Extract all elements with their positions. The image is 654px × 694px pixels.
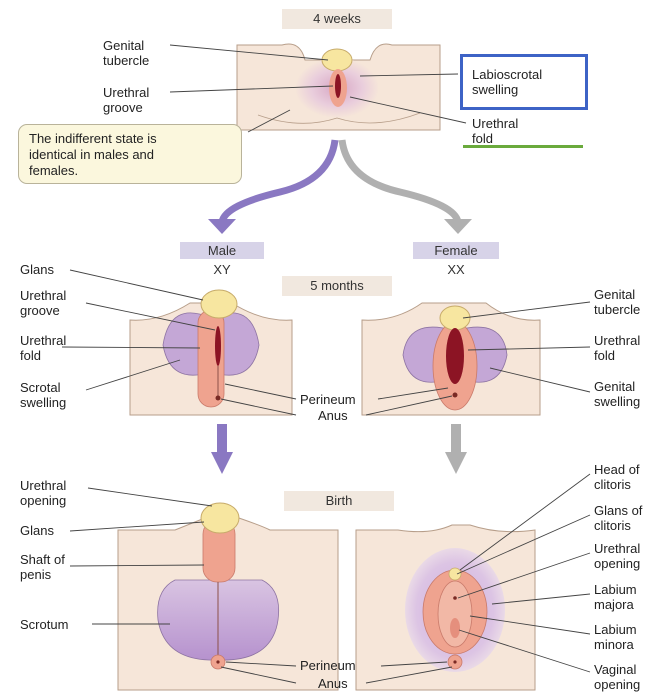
label-urethral-opening-female: Urethral opening xyxy=(594,541,640,571)
label-scrotal-swelling: Scrotal swelling xyxy=(20,380,66,410)
label-head-of-clitoris: Head of clitoris xyxy=(594,462,640,492)
label-perineum-5m: Perineum xyxy=(300,392,356,407)
indifferent-state-note: The indifferent state is identical in ma… xyxy=(18,124,242,184)
label-genital-tubercle-4w: Genital tubercle xyxy=(103,38,149,68)
sex-label-female: Female xyxy=(413,242,499,259)
label-labium-majora: Labium majora xyxy=(594,582,637,612)
figure-5-months-male xyxy=(130,290,292,415)
arrow-male-down xyxy=(211,452,233,474)
label-urethral-fold-4w: Urethral fold xyxy=(472,116,518,146)
label-urethral-fold-5m-male: Urethral fold xyxy=(20,333,66,363)
chromosome-male: XY xyxy=(180,262,264,277)
label-urethral-opening-male: Urethral opening xyxy=(20,478,66,508)
label-anus-5m: Anus xyxy=(318,408,348,423)
arrow-female-down xyxy=(445,452,467,474)
highlight-box xyxy=(460,54,588,110)
label-glans-5m: Glans xyxy=(20,262,54,277)
label-urethral-fold-5m-female: Urethral fold xyxy=(594,333,640,363)
label-anus-birth: Anus xyxy=(318,676,348,691)
label-genital-tubercle-5m: Genital tubercle xyxy=(594,287,640,317)
label-urethral-groove-4w: Urethral groove xyxy=(103,85,149,115)
stage-5-months: 5 months xyxy=(282,276,392,296)
figure-5-months-female xyxy=(362,303,540,415)
label-glans-of-clitoris: Glans of clitoris xyxy=(594,503,642,533)
label-vaginal-opening: Vaginal opening xyxy=(594,662,640,692)
label-genital-swelling: Genital swelling xyxy=(594,379,640,409)
label-perineum-birth: Perineum xyxy=(300,658,356,673)
urethral-groove-slit xyxy=(335,74,341,98)
stage-birth: Birth xyxy=(284,491,394,511)
label-urethral-groove-5m: Urethral groove xyxy=(20,288,66,318)
stage-4-weeks: 4 weeks xyxy=(282,9,392,29)
sex-label-male: Male xyxy=(180,242,264,259)
figure-4-weeks xyxy=(237,44,440,130)
chromosome-female: XX xyxy=(413,262,499,277)
arrow-to-female xyxy=(342,140,458,222)
label-labium-minora: Labium minora xyxy=(594,622,637,652)
highlight-underline xyxy=(463,145,583,148)
label-glans-birth: Glans xyxy=(20,523,54,538)
label-shaft-of-penis: Shaft of penis xyxy=(20,552,65,582)
label-scrotum: Scrotum xyxy=(20,617,68,632)
figure-birth-female xyxy=(356,525,535,690)
